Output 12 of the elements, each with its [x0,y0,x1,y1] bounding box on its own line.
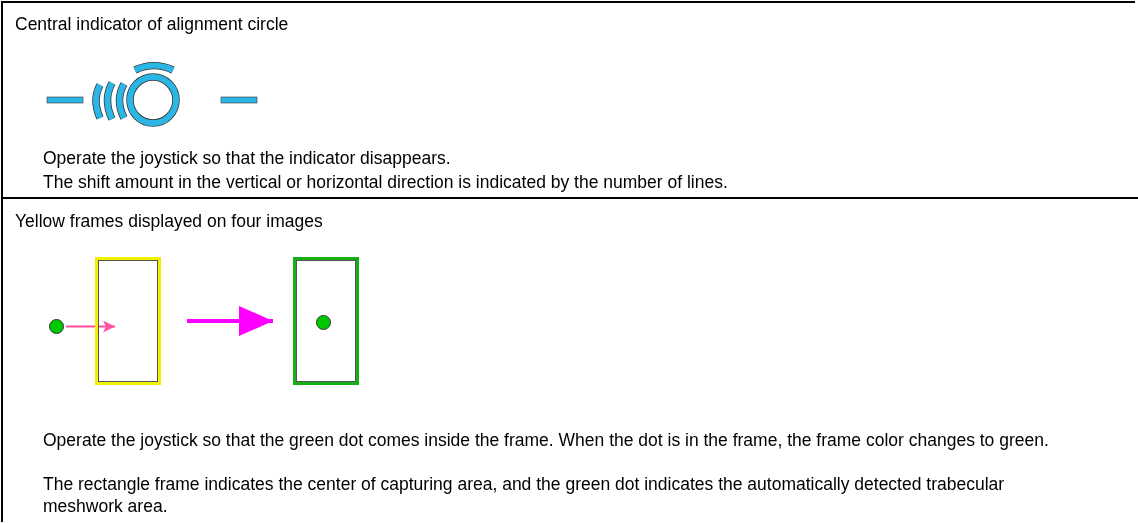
instruction-text: The shift amount in the vertical or horizontal direction is indicated by the number of lines. [43,171,729,193]
frame-rectangle [293,257,359,385]
section-heading: Central indicator of alignment circle [15,13,290,35]
arrow [65,320,116,333]
arrow [187,306,273,336]
dot-marker [316,315,331,330]
instruction-text: The rectangle frame indicates the center of capturing area, and the green dot indicates the automatically detected trabecular meshwork area. [43,473,1006,517]
instruction-text: Operate the joystick so that the green dot comes inside the frame. When the dot is in the frame, the frame color changes to green. [43,429,1050,451]
dot-marker [49,319,64,334]
instruction-text: Operate the joystick so that the indicator disappears. [43,147,452,169]
frame-rectangle [95,257,161,385]
section-heading: Yellow frames displayed on four images [15,210,324,232]
